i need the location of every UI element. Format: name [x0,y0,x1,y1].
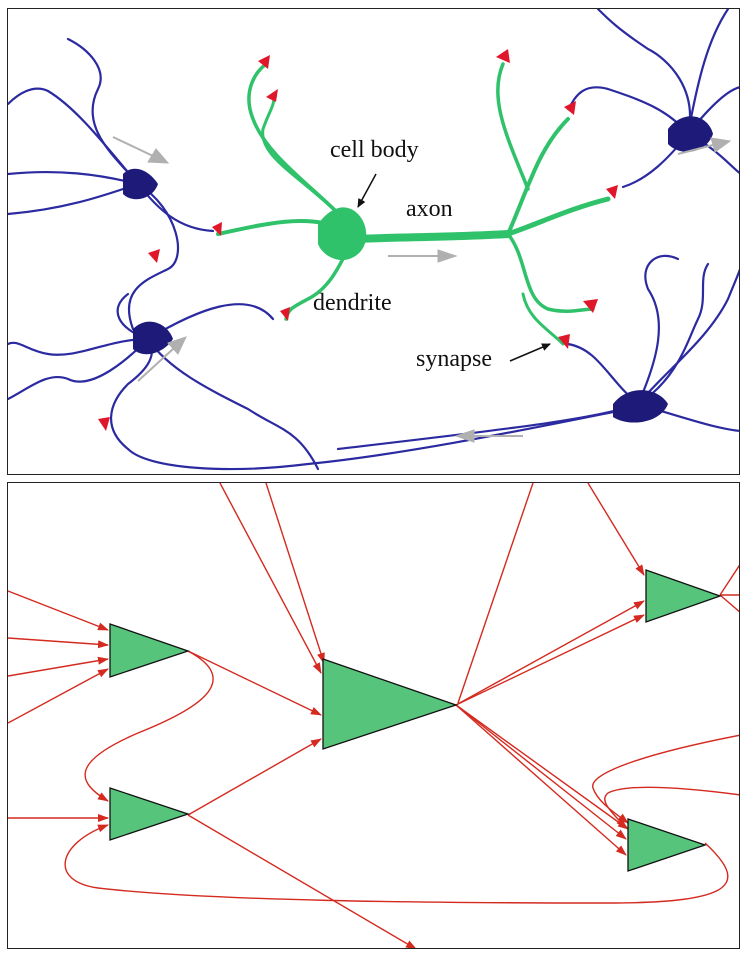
artificial-network-panel [7,482,740,949]
edge [8,668,109,724]
flow-arrow [677,137,732,155]
green-cell-body [318,207,367,261]
label-synapse: synapse [416,346,492,372]
edge [84,650,214,802]
edge [719,594,739,613]
network-edges [8,483,739,948]
edge [592,734,739,824]
edge [455,614,645,706]
edge [64,824,729,904]
edge [455,704,627,856]
node-upper-right [645,569,722,623]
edge [457,483,534,704]
edge [8,656,109,677]
blue-cell-bodies [123,116,713,423]
edge [187,738,322,816]
flow-arrow [112,136,170,164]
biological-neuron-panel: cell body axon dendrite synapse [7,8,740,475]
edge [719,564,739,596]
label-cell-body: cell body [330,137,419,163]
flow-arrow [388,249,458,263]
edge [219,483,322,674]
edge [8,590,109,631]
synapses [98,49,618,431]
edge [455,704,629,830]
flow-arrow [137,336,187,382]
edge [265,483,325,664]
node-input-upper [109,623,191,678]
edge [455,600,645,706]
green-neuron [216,62,611,346]
node-central [322,658,459,750]
edge [455,704,627,840]
edge [187,650,322,716]
network-nodes [109,569,722,872]
label-dendrite: dendrite [313,290,392,316]
signal-flow-arrows [112,136,732,443]
flow-arrow [454,429,523,443]
edge [187,814,417,948]
edge [604,786,739,829]
node-lower-right [627,818,708,872]
network-diagram [8,483,739,948]
label-pointers [357,173,551,362]
neuron-illustration: cell body axon dendrite synapse [8,9,739,471]
label-axon: axon [406,196,453,222]
node-input-lower [109,787,191,841]
edge [587,483,645,576]
edge [8,637,109,649]
